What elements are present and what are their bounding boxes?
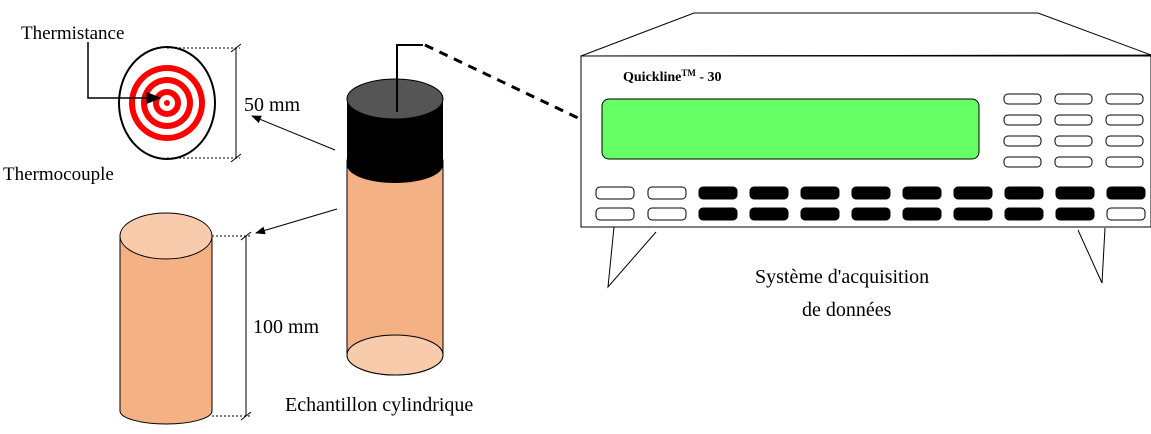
arrow-to-sensor — [251, 115, 336, 151]
label-thermocouple: Thermocouple — [3, 164, 114, 185]
device-display — [601, 98, 980, 160]
label-50mm: 50 mm — [244, 94, 301, 116]
dimension-50mm — [167, 43, 242, 163]
label-sample: Echantillon cylindrique — [285, 394, 473, 416]
label-system-line2: de données — [802, 299, 892, 321]
device-brand: QuicklineTM - 30 — [623, 68, 722, 85]
device-keypad — [1003, 93, 1144, 168]
thermistance-leader — [87, 42, 162, 104]
sensor-top-view — [118, 46, 216, 160]
cylinder-100mm — [119, 212, 213, 425]
device-buttons-row1 — [595, 186, 1146, 200]
label-thermistance: Thermistance — [21, 23, 124, 44]
probe-wire — [396, 44, 423, 112]
data-link-dashed — [424, 43, 579, 120]
label-100mm: 100 mm — [253, 316, 320, 338]
dimension-100mm — [212, 231, 252, 421]
sample-cylinder — [346, 78, 444, 376]
arrow-to-cylinder — [255, 208, 338, 235]
label-system-line1: Système d'acquisition — [755, 266, 929, 288]
device-buttons-row2 — [595, 207, 1146, 221]
